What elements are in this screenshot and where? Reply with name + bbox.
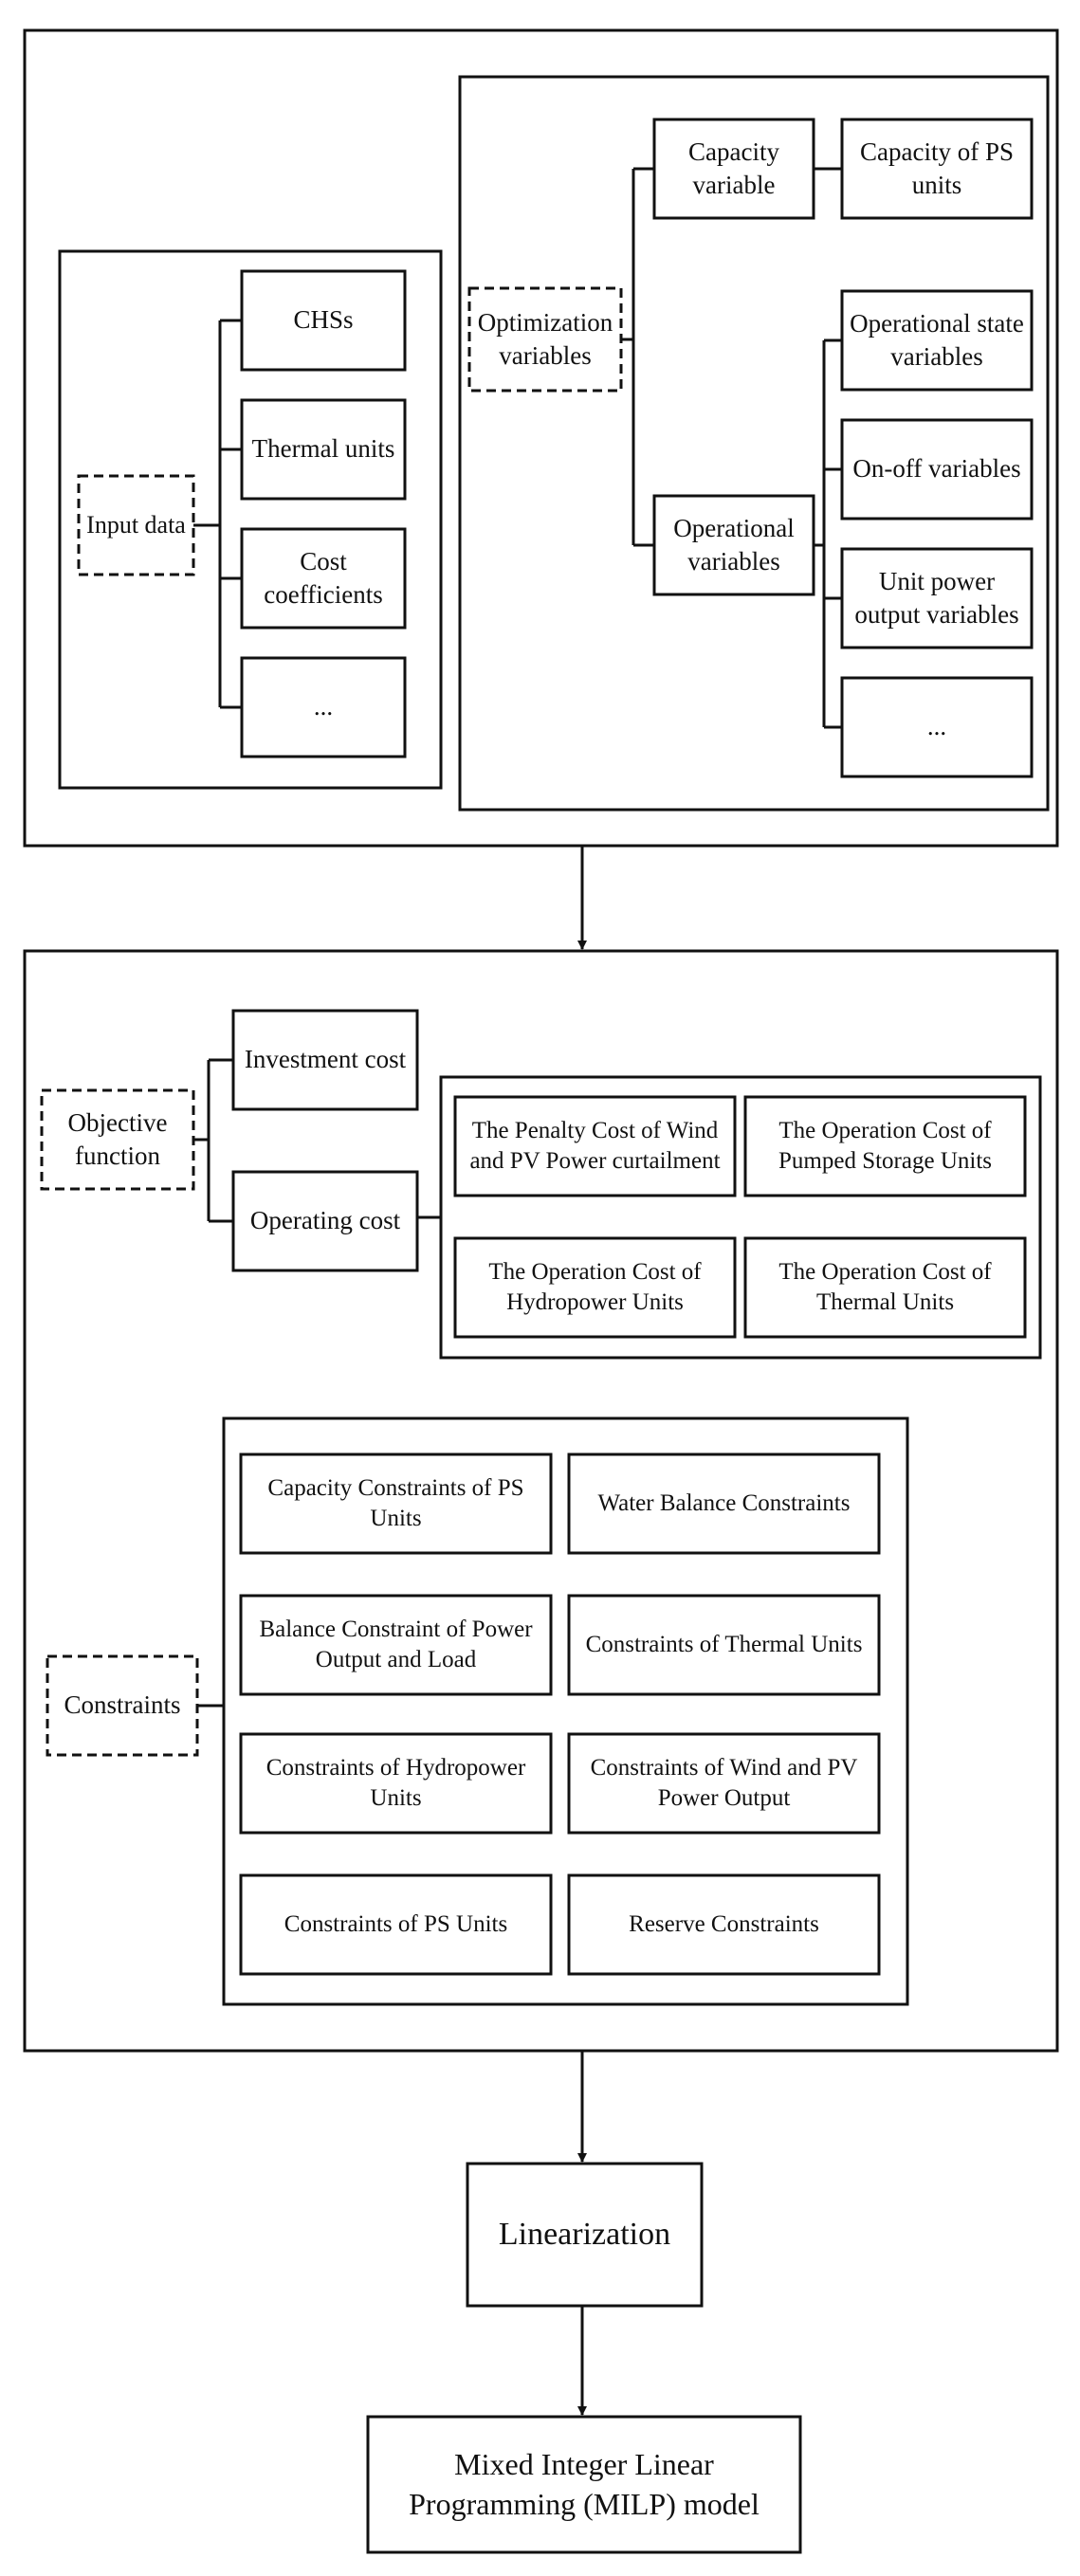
constraint-capacity-ps-box: Capacity Constraints of PS Units: [267, 1474, 524, 1532]
operational-variables-box: Operational variables: [673, 513, 795, 575]
input-group-frame: [58, 249, 443, 790]
linearization-box: Linearization: [498, 2216, 671, 2252]
cost-thermal-box: The Operation Cost of Thermal Units: [778, 1258, 992, 1316]
optimization-group-frame: [458, 75, 1050, 812]
linearization-frame: [466, 2162, 704, 2308]
constraint-ps-units-box: Constraints of PS Units: [284, 1910, 508, 1937]
cost-hydropower-box: The Operation Cost of Hydropower Units: [488, 1258, 702, 1316]
constraint-wind-pv-box: Constraints of Wind and PV Power Output: [590, 1754, 858, 1812]
constraint-reserve-box: Reserve Constraints: [629, 1910, 819, 1937]
capacity-variable-box: Capacity variable: [688, 137, 779, 199]
cost-penalty-wind-pv-box: The Penalty Cost of Wind and PV Power cu…: [469, 1117, 721, 1175]
constraint-thermal-box: Constraints of Thermal Units: [585, 1631, 863, 1657]
input-data-label: Input data: [86, 511, 186, 539]
stage1-frame: [23, 28, 1059, 848]
investment-cost-box: Investment cost: [244, 1045, 407, 1074]
input-item-ellipsis: ...: [313, 692, 334, 722]
constraint-power-balance-box: Balance Constraint of Power Output and L…: [259, 1616, 533, 1673]
constraint-water-balance-box: Water Balance Constraints: [597, 1489, 851, 1516]
objective-function-label: Objective function: [67, 1107, 168, 1170]
unit-power-output-variables-box: Unit power output variables: [854, 566, 1019, 629]
on-off-variables-box: On-off variables: [852, 454, 1021, 484]
milp-frame: [366, 2415, 802, 2554]
stage2-frame: [23, 949, 1059, 2053]
optimization-variables-label: Optimization variables: [477, 307, 613, 370]
input-item-thermal-units: Thermal units: [251, 434, 395, 464]
cost-pumped-storage-box: The Operation Cost of Pumped Storage Uni…: [778, 1117, 992, 1175]
input-item-cost-coefficients: Cost coefficients: [264, 546, 383, 609]
constraints-label: Constraints: [64, 1690, 181, 1720]
input-item-chss: CHSs: [293, 305, 354, 335]
milp-model-box: Mixed Integer Linear Programming (MILP) …: [409, 2446, 760, 2521]
operating-cost-box: Operating cost: [249, 1206, 401, 1235]
capacity-ps-units-box: Capacity of PS units: [860, 137, 1014, 199]
constraint-hydropower-box: Constraints of Hydropower Units: [265, 1754, 526, 1812]
operational-ellipsis-box: ...: [926, 712, 947, 741]
constraints-group-frame: [222, 1416, 909, 2006]
operational-state-variables-box: Operational state variables: [850, 308, 1024, 371]
